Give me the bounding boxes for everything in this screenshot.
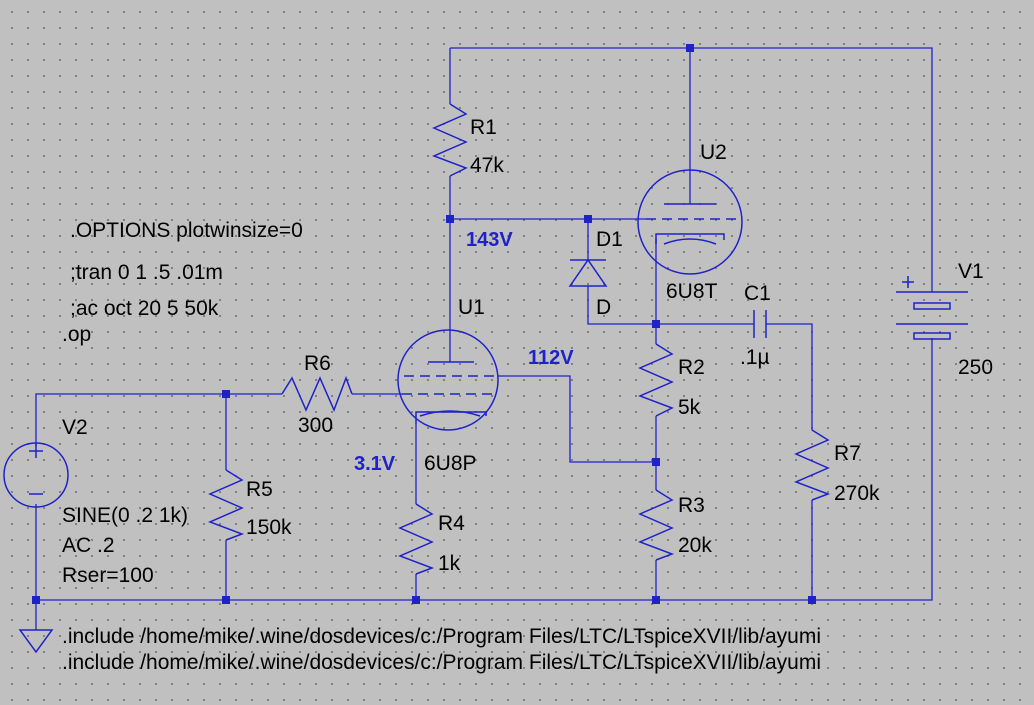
triode-u1-symbol[interactable] [397, 329, 499, 431]
source-plus [29, 444, 43, 458]
junction-dot [32, 596, 40, 604]
r4-name: R4 [438, 512, 465, 535]
junction-dot [446, 215, 454, 223]
net-label-screen1: 112V [528, 347, 574, 369]
u2-value: 6U8T [666, 280, 718, 303]
tube-cathode [655, 233, 725, 244]
resistor-r6-symbol[interactable] [281, 375, 353, 412]
resistor-r2-symbol[interactable] [638, 343, 674, 417]
resistor-r5-symbol[interactable] [208, 469, 245, 541]
ground-icon [18, 629, 54, 654]
r3-value: 20k [678, 534, 712, 557]
r3-name: R3 [678, 494, 705, 517]
wires [35, 47, 933, 630]
triode-u2-symbol[interactable] [637, 169, 743, 275]
junction-dot [652, 596, 660, 604]
junction-dot [222, 390, 230, 398]
d1-name: D1 [596, 228, 623, 251]
tube-heater [663, 238, 717, 245]
v2-spec-line1: SINE(0 .2 1k) [62, 504, 188, 527]
directive-tran: ;tran 0 1 .5 .01m [70, 261, 223, 284]
net-labels: 143V 112V 3.1V [354, 229, 574, 475]
resistor-r7-symbol[interactable] [794, 429, 831, 501]
r1-name: R1 [470, 116, 497, 139]
battery-cell [913, 332, 951, 340]
directive-include-2: .include /home/mike/.wine/dosdevices/c:/… [62, 651, 821, 674]
c1-name: C1 [744, 282, 771, 305]
r2-name: R2 [678, 356, 705, 379]
v2-spec-line3: Rser=100 [62, 564, 154, 587]
battery-v1-symbol[interactable] [896, 276, 968, 340]
resistor-r1-symbol[interactable] [432, 103, 468, 177]
capacitor-c1-symbol[interactable] [753, 310, 767, 338]
r2-value: 5k [678, 396, 701, 419]
v1-name: V1 [958, 260, 984, 283]
v1-value: 250 [958, 356, 993, 379]
directive-include-1: .include /home/mike/.wine/dosdevices/c:/… [62, 625, 821, 648]
u1-value: 6U8P [424, 452, 477, 475]
tube-envelope [637, 169, 743, 275]
tube-heater [419, 410, 481, 417]
d1-value: D [596, 296, 611, 319]
diode-triangle [568, 258, 608, 287]
c1-value: .1µ [740, 346, 770, 369]
directive-op: .op [62, 323, 91, 346]
r7-name: R7 [834, 442, 861, 465]
v2-spec-line2: AC .2 [62, 534, 115, 557]
directive-ac: ;ac oct 20 5 50k [70, 297, 219, 320]
junction-dot [808, 596, 816, 604]
junction-dot [222, 596, 230, 604]
battery-plus [902, 276, 914, 288]
junction-dot [584, 215, 592, 223]
battery-cell [913, 302, 951, 310]
junction-dot [652, 320, 660, 328]
voltage-source-v2-symbol[interactable] [3, 442, 69, 508]
junctions [32, 44, 816, 604]
wire-d1-anode-to-u2-cathode [587, 286, 754, 325]
junction-dot [652, 458, 660, 466]
junction-dot [412, 596, 420, 604]
diode-d1-symbol[interactable] [568, 258, 608, 287]
tube-cathode [415, 411, 487, 424]
r1-value: 47k [470, 154, 504, 177]
net-label-cathode1: 3.1V [354, 453, 396, 475]
r6-name: R6 [304, 352, 331, 375]
wire-u1-screen-to-divider [498, 375, 656, 463]
junction-dot [686, 44, 694, 52]
v2-name: V2 [62, 416, 88, 439]
net-label-plate1: 143V [466, 229, 513, 251]
wire-c1-to-r7 [766, 323, 813, 430]
tube-envelope [397, 329, 499, 431]
u2-name: U2 [700, 141, 727, 164]
source-circle [3, 442, 69, 508]
r5-value: 150k [246, 516, 292, 539]
directive-options: .OPTIONS plotwinsize=0 [70, 219, 303, 242]
spice-directives: .OPTIONS plotwinsize=0 ;tran 0 1 .5 .01m… [62, 219, 821, 674]
wire-ground-rail [35, 338, 933, 630]
r6-value: 300 [298, 414, 333, 437]
wire-top-rail [450, 47, 933, 292]
r5-name: R5 [246, 478, 273, 501]
resistor-r3-symbol[interactable] [638, 489, 675, 561]
u1-name: U1 [458, 296, 485, 319]
component-labels: R1 47k U2 6U8T D1 D C1 .1µ V1 250 U1 6U8… [62, 116, 993, 587]
r4-value: 1k [438, 552, 461, 575]
wire-input-node [35, 393, 282, 446]
resistor-r4-symbol[interactable] [398, 503, 435, 575]
r7-value: 270k [834, 482, 880, 505]
